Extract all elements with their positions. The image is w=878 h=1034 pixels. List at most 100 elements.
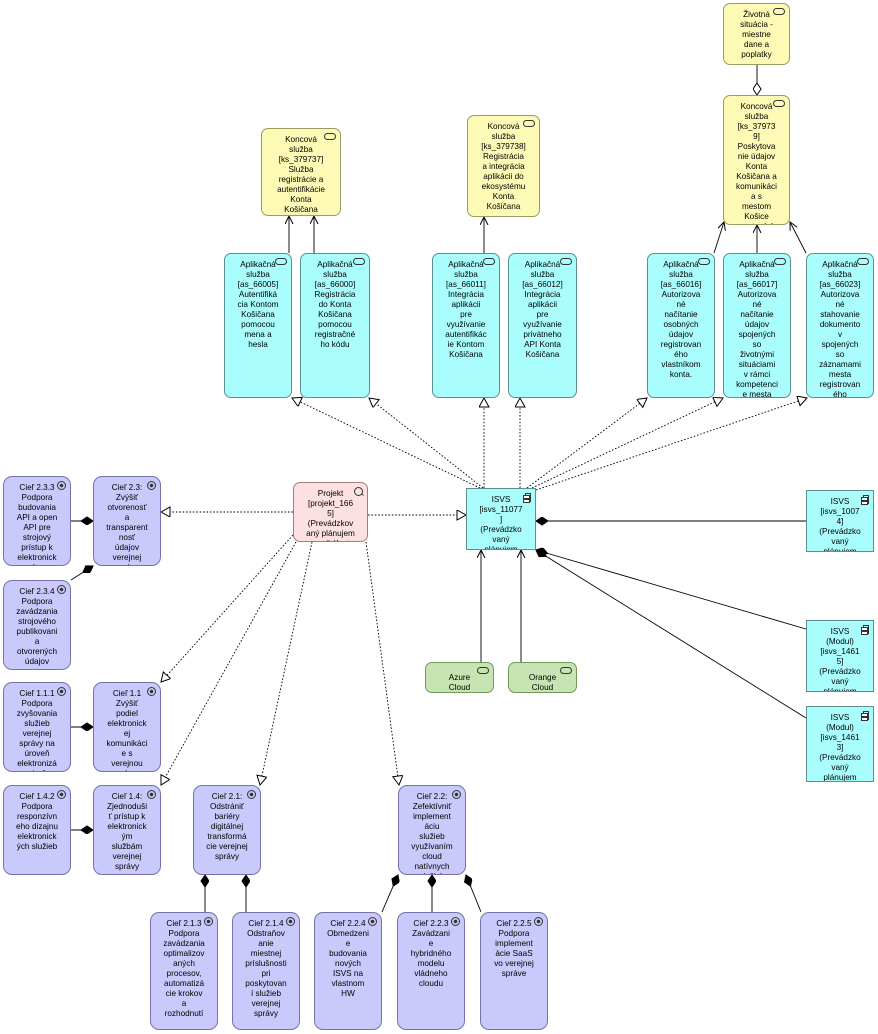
- goal-icon: [247, 790, 256, 799]
- app-service-66011-label: Aplikačná služba [as_66011] Integrácia a…: [445, 260, 487, 359]
- edge-66000-isvs: [369, 398, 484, 489]
- app-service-icon: [560, 258, 572, 265]
- isvs-14613[interactable]: ISVS (Modul) [isvs_14613] (Prevádzkovaný…: [806, 706, 874, 782]
- component-icon: [861, 625, 869, 635]
- edge-66016-379739: [713, 222, 724, 254]
- edge-goal-2-3-to-2-3-4: [70, 566, 93, 581]
- goal-icon: [147, 687, 156, 696]
- cloud-service-icon: [477, 667, 489, 674]
- goal-2-3[interactable]: Cieľ 2.3: Zvýšiť otvorenosť a transparen…: [93, 476, 161, 566]
- goal-2-1-4-label: Cieľ 2.1.4 Odstraňovanie miestnej príslu…: [245, 919, 287, 1018]
- goal-icon: [204, 917, 213, 926]
- app-service-66016[interactable]: Aplikačná služba [as_66016] Autorizované…: [647, 253, 715, 398]
- goal-2-2-4-label: Cieľ 2.2.4 Obmedzenie budovania nových I…: [327, 919, 369, 998]
- component-icon: [523, 493, 531, 503]
- goal-1-4-label: Cieľ 1.4: Zjednodušiť prístup k elektron…: [106, 792, 148, 871]
- app-service-66017[interactable]: Aplikačná služba [as_66017] Autorizované…: [723, 253, 791, 398]
- goal-2-3-3-label: Cieľ 2.3.3 Podpora budovania API a open …: [16, 483, 58, 565]
- goal-icon: [452, 790, 461, 799]
- app-service-icon: [353, 258, 365, 265]
- goal-2-2-5[interactable]: Cieľ 2.2.5 Podpora implementácie SaaS vo…: [480, 912, 548, 1030]
- app-service-66016-label: Aplikačná služba [as_66016] Autorizované…: [660, 260, 702, 379]
- goal-2-2-4[interactable]: Cieľ 2.2.4 Obmedzenie budovania nových I…: [314, 912, 382, 1030]
- service-379738[interactable]: Koncová služba [ks_379738] Registrácia a…: [467, 115, 540, 217]
- goal-2-1-4[interactable]: Cieľ 2.1.4 Odstraňovanie miestnej príslu…: [232, 912, 300, 1030]
- edge-project-goal-2-2: [365, 541, 399, 785]
- edge-isvs-14615: [536, 550, 807, 630]
- goal-1-4-2-label: Cieľ 1.4.2 Podpora responzívneho dizajnu…: [16, 792, 58, 851]
- app-service-66023-label: Aplikačná služba [as_66023] Autorizované…: [819, 260, 861, 398]
- goal-icon: [534, 917, 543, 926]
- life-situation[interactable]: Životná situácia - miestne dane a poplat…: [723, 3, 790, 65]
- goal-icon: [57, 585, 66, 594]
- isvs-14613-label: ISVS (Modul) [isvs_14613] (Prevádzkovaný…: [819, 713, 861, 782]
- edge-66005-isvs: [292, 398, 481, 489]
- app-service-66005[interactable]: Aplikačná služba [as_66005] Autentifikác…: [224, 253, 292, 398]
- app-service-66000[interactable]: Aplikačná služba [as_66000] Registrácia …: [300, 253, 370, 398]
- edge-66023-379739: [790, 222, 807, 254]
- app-service-66023[interactable]: Aplikačná služba [as_66023] Autorizované…: [806, 253, 874, 398]
- goal-2-2-3[interactable]: Cieľ 2.2.3 Zavádzanie hybridného modelu …: [397, 912, 465, 1030]
- component-icon: [861, 711, 869, 721]
- isvs-14615[interactable]: ISVS (Modul) [isvs_14615] (Prevádzkovaný…: [806, 620, 874, 692]
- isvs-11077[interactable]: ISVS [isvs_11077] (Prevádzkovaný plánuje…: [466, 488, 536, 550]
- orange-cloud[interactable]: Orange Cloud: [508, 662, 577, 693]
- app-service-66011[interactable]: Aplikačná služba [as_66011] Integrácia a…: [432, 253, 500, 398]
- goal-2-3-3[interactable]: Cieľ 2.3.3 Podpora budovania API a open …: [3, 476, 71, 566]
- goal-1-1-1[interactable]: Cieľ 1.1.1 Podpora zvyšovania služieb ve…: [3, 682, 71, 772]
- goal-2-3-label: Cieľ 2.3: Zvýšiť otvorenosť a transparen…: [106, 483, 148, 565]
- edge-project-goal-2-1: [260, 541, 313, 785]
- goal-2-2-label: Cieľ 2.2: Zefektívniť implementáciu služ…: [411, 792, 453, 874]
- app-service-icon: [483, 258, 495, 265]
- goal-1-4[interactable]: Cieľ 1.4: Zjednodušiť prístup k elektron…: [93, 785, 161, 875]
- goal-2-1[interactable]: Cieľ 2.1: Odstrániť bariéry digitálnej t…: [193, 785, 261, 875]
- edge-goal-2-2-to-2-2-4: [381, 875, 398, 913]
- service-379738-label: Koncová služba [ks_379738] Registrácia a…: [481, 122, 526, 211]
- goal-1-1[interactable]: Cieľ 1.1 Zvýšiť podiel elektronickej kom…: [93, 682, 161, 772]
- service-379739[interactable]: Koncová služba [ks_379739] Poskytovanie …: [723, 95, 790, 225]
- edge-project-goal-1-1: [161, 534, 294, 682]
- goal-icon: [147, 481, 156, 490]
- edge-66017-isvs: [531, 398, 723, 489]
- goal-2-1-3[interactable]: Cieľ 2.1.3 Podpora zavádzania optimalizo…: [150, 912, 218, 1030]
- goal-icon: [147, 790, 156, 799]
- edges: [70, 65, 807, 913]
- goal-2-3-4[interactable]: Cieľ 2.3.4 Podpora zavádzania strojového…: [3, 580, 71, 670]
- goal-1-4-2[interactable]: Cieľ 1.4.2 Podpora responzívneho dizajnu…: [3, 785, 71, 875]
- cloud-service-icon: [560, 667, 572, 674]
- service-379737-label: Koncová služba [ks_379737] Služba regist…: [277, 135, 325, 214]
- goal-icon: [451, 917, 460, 926]
- goal-2-1-label: Cieľ 2.1: Odstrániť bariéry digitálnej t…: [206, 792, 248, 861]
- orange-cloud-label: Orange Cloud: [528, 673, 557, 692]
- service-379737[interactable]: Koncová služba [ks_379737] Služba regist…: [261, 128, 341, 216]
- project-icon: [354, 487, 363, 496]
- edge-isvs-14613: [536, 550, 807, 719]
- project-1665-label: Projekt [projekt_1665] (Prevádzkovaný pl…: [306, 489, 355, 541]
- goal-1-1-1-label: Cieľ 1.1.1 Podpora zvyšovania služieb ve…: [16, 689, 58, 771]
- project-1665[interactable]: Projekt [projekt_1665] (Prevádzkovaný pl…: [293, 482, 368, 542]
- app-service-icon: [698, 258, 710, 265]
- goal-2-2-5-label: Cieľ 2.2.5 Podpora implementácie SaaS vo…: [494, 919, 534, 978]
- isvs-10074-label: ISVS [isvs_10074] (Prevádzkovaný plánuje…: [819, 497, 861, 552]
- edge-project-goal-1-4: [161, 541, 297, 785]
- app-service-icon: [774, 258, 786, 265]
- component-icon: [861, 495, 869, 505]
- app-service-66005-label: Aplikačná služba [as_66005] Autentifikác…: [237, 260, 279, 349]
- app-service-66012[interactable]: Aplikačná služba [as_66012] Integrácia a…: [508, 253, 577, 398]
- service-icon: [523, 120, 535, 127]
- life-situation-icon: [773, 8, 785, 15]
- goal-icon: [286, 917, 295, 926]
- isvs-10074[interactable]: ISVS [isvs_10074] (Prevádzkovaný plánuje…: [806, 490, 874, 552]
- goal-1-1-label: Cieľ 1.1 Zvýšiť podiel elektronickej kom…: [106, 689, 148, 771]
- app-service-66000-label: Aplikačná služba [as_66000] Registrácia …: [314, 260, 356, 349]
- service-icon: [324, 133, 336, 140]
- service-379739-label: Koncová služba [ks_379739] Poskytovanie …: [736, 102, 777, 224]
- goal-icon: [368, 917, 377, 926]
- app-service-66012-label: Aplikačná služba [as_66012] Integrácia a…: [522, 260, 563, 359]
- goal-2-2[interactable]: Cieľ 2.2: Zefektívniť implementáciu služ…: [398, 785, 466, 875]
- goal-icon: [57, 481, 66, 490]
- app-service-icon: [857, 258, 869, 265]
- goal-2-1-3-label: Cieľ 2.1.3 Podpora zavádzania optimalizo…: [163, 919, 205, 1018]
- azure-cloud[interactable]: Azure Cloud: [425, 662, 494, 693]
